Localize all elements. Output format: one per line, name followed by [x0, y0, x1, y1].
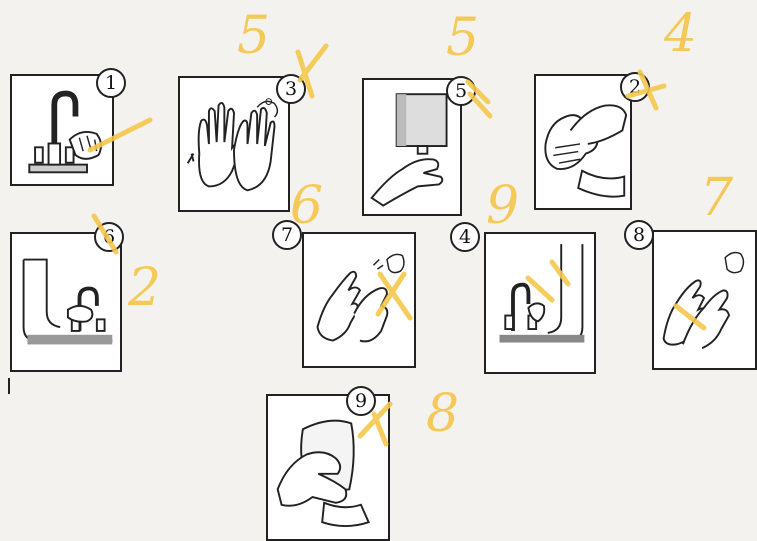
handwritten-strike-marks	[0, 0, 757, 541]
